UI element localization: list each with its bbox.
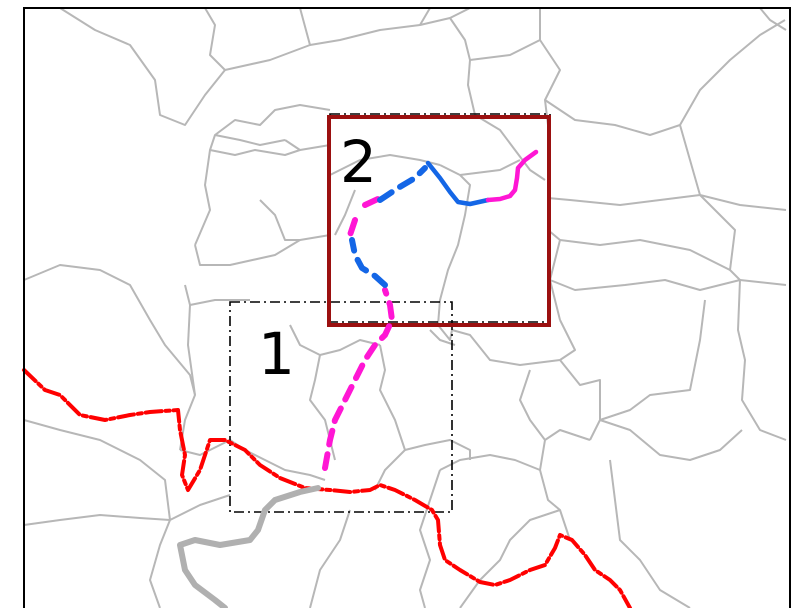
district-border — [439, 454, 541, 471]
region-1-label: 1 — [258, 320, 295, 388]
region-2-label: 2 — [340, 128, 377, 196]
region-1-box[interactable] — [229, 301, 453, 513]
district-border — [549, 279, 787, 291]
district-border — [474, 114, 546, 181]
district-border — [289, 324, 381, 356]
district-border — [449, 17, 476, 116]
district-border — [299, 7, 311, 46]
magenta-dashed-route[interactable] — [322, 195, 395, 471]
district-border — [459, 159, 521, 176]
district-border — [559, 359, 601, 441]
magenta-solid-route[interactable] — [485, 149, 539, 203]
blue-dashed-route[interactable] — [349, 165, 428, 288]
district-border — [179, 284, 196, 451]
district-border — [679, 124, 787, 211]
district-border — [451, 319, 576, 366]
district-border — [459, 509, 561, 608]
district-border — [309, 509, 351, 608]
district-border — [374, 344, 406, 491]
district-border — [334, 189, 356, 236]
district-border — [204, 7, 226, 71]
routes — [22, 149, 632, 608]
district-border — [759, 7, 787, 31]
district-border — [179, 439, 231, 456]
district-border — [419, 7, 431, 26]
district-border — [284, 139, 301, 151]
district-border — [23, 264, 196, 396]
district-border — [469, 8, 541, 61]
district-border — [149, 494, 231, 608]
district-border — [59, 7, 471, 126]
district-border — [189, 299, 250, 306]
district-border — [559, 239, 731, 271]
district-border — [23, 514, 171, 526]
district-border — [737, 279, 787, 441]
district-border — [194, 104, 331, 246]
map-frame — [23, 7, 791, 608]
district-border — [547, 229, 561, 321]
district-border — [609, 459, 691, 608]
gray-segment-route[interactable] — [177, 485, 321, 608]
region-2-highlight-box[interactable] — [327, 115, 551, 327]
district-border — [429, 329, 456, 346]
district-border — [599, 299, 706, 421]
district-border — [419, 469, 441, 608]
district-border — [544, 19, 786, 136]
red-boundary-route[interactable] — [22, 368, 632, 608]
district-border — [214, 134, 286, 146]
district-border — [209, 144, 331, 156]
district-border — [437, 324, 453, 341]
district-border — [539, 429, 591, 541]
district-border — [437, 164, 471, 326]
district-border — [699, 194, 741, 281]
district-border — [23, 419, 171, 521]
district-border — [599, 419, 743, 461]
district-border — [519, 369, 546, 441]
district-border — [404, 439, 471, 460]
district-border — [194, 234, 331, 266]
district-border — [259, 199, 300, 241]
district-boundaries — [23, 7, 787, 608]
district-border — [547, 194, 701, 206]
blue-solid-route[interactable] — [425, 160, 491, 207]
district-border — [539, 39, 561, 126]
region-boxes: 1 2 — [229, 113, 551, 513]
